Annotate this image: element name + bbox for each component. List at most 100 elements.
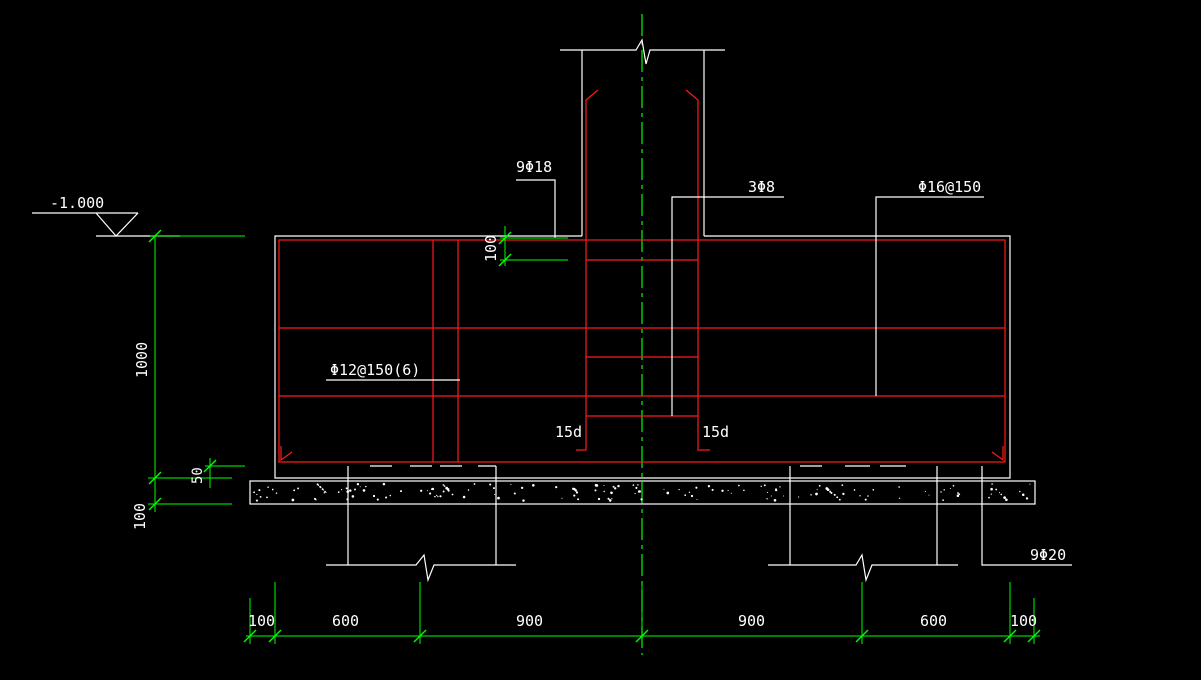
hatch-dot [442, 490, 445, 493]
dim-h-2: 900 [516, 612, 543, 630]
horizontal-dimensions [243, 582, 1041, 644]
bottom-bars-label: 9Φ20 [1030, 546, 1066, 564]
hatch-dot [730, 492, 732, 494]
hatch-dot [420, 489, 423, 492]
hatch-dot [990, 487, 993, 491]
hatch-dot [949, 487, 951, 490]
hatch-dot [836, 496, 839, 499]
hatch-dot [707, 485, 711, 488]
hatch-dot [597, 497, 601, 501]
hatch-dot [259, 495, 262, 498]
hatch-dot [864, 498, 867, 501]
hatch-dot [842, 492, 845, 496]
hatch-dot [617, 484, 620, 488]
hatch-dot [867, 495, 869, 497]
hatch-dot [942, 499, 944, 501]
hatch-dot [489, 483, 492, 486]
concrete-hatch [253, 482, 1031, 502]
dim-cover-bottom: 50 [190, 467, 206, 484]
hatch-dot [957, 492, 959, 494]
hatch-dot [436, 494, 438, 497]
hatch-dot [372, 494, 376, 498]
dim-cover-top: 100 [482, 235, 500, 262]
elevation-label: -1.000 [50, 194, 104, 212]
hatch-dot [690, 494, 694, 498]
hatch-dot [1022, 494, 1025, 496]
hatch-dot [437, 495, 439, 498]
hatch-dot [462, 495, 466, 499]
hatch-dot [766, 491, 769, 493]
hatch-dot [253, 491, 256, 494]
hatch-dot [684, 494, 687, 496]
top-bars-label: Φ16@150 [918, 178, 981, 196]
hatch-dot [351, 495, 355, 498]
hatch-dot [826, 488, 830, 492]
hatch-dot [952, 484, 955, 487]
hatch-dot [607, 497, 610, 500]
hatch-dot [632, 484, 635, 486]
hatch-dot [770, 495, 772, 497]
hatch-dot [695, 486, 698, 489]
hatch-dot [430, 488, 433, 490]
hatch-dot [872, 488, 875, 491]
hatch-dot [640, 498, 643, 501]
hatch-dot [323, 492, 326, 494]
hatch-dot [766, 498, 768, 500]
hatch-dot [494, 493, 496, 496]
hatch-dot [256, 493, 258, 496]
hatch-dot [688, 491, 691, 493]
stirrup-label: 3Φ8 [748, 178, 775, 196]
hatch-dot [635, 486, 638, 489]
hatch-dot [426, 490, 428, 492]
hatch-dot [898, 486, 900, 488]
hatch-dot [1029, 483, 1031, 485]
hatch-dot [1025, 497, 1029, 500]
hatch-dot [1019, 490, 1021, 493]
hatch-dot [798, 496, 800, 498]
hatch-dot [743, 489, 745, 492]
hatch-dot [594, 489, 597, 492]
dim-h-5: 100 [1010, 612, 1037, 630]
hatch-dot [522, 499, 525, 502]
hatch-dot [354, 488, 356, 491]
hatch-dot [783, 495, 785, 497]
hatch-dot [359, 486, 361, 488]
hatch-dot [376, 498, 379, 501]
hatch-dot [943, 489, 945, 491]
hatch-dot [561, 497, 563, 499]
dim-h-3: 900 [738, 612, 765, 630]
hatch-dot [362, 489, 366, 492]
hatch-dot [816, 488, 818, 490]
hatch-dot [439, 495, 442, 498]
hatch-dot [990, 493, 992, 495]
hatch-dot [594, 483, 598, 487]
hatch-dot [267, 486, 269, 488]
hatch-dot [998, 492, 1001, 494]
hatch-dot [841, 484, 844, 486]
hatch-dot [513, 492, 516, 495]
column-rebar [576, 89, 710, 451]
hatch-dot [829, 490, 832, 493]
hatch-dot [443, 485, 446, 487]
hatch-dot [510, 483, 512, 486]
hatch-dot [1000, 493, 1002, 496]
hatch-dot [389, 494, 392, 497]
hatch-dot [810, 494, 812, 496]
hatch-dot [575, 491, 579, 494]
anchor-left-label: 15d [555, 423, 582, 441]
hatch-dot [696, 498, 698, 501]
hatch-dot [493, 487, 495, 490]
col-bars-label: 9Φ18 [516, 158, 552, 176]
hatch-dot [577, 498, 580, 501]
hatch-dot [271, 488, 274, 491]
hatch-dot [924, 490, 926, 493]
hatch-dot [266, 496, 268, 499]
hatch-dot [853, 489, 856, 491]
dim-h-4: 600 [920, 612, 947, 630]
hatch-dot [320, 486, 322, 489]
hatch-dot [608, 499, 612, 502]
hatch-dot [573, 494, 576, 497]
hatch-dot [956, 494, 960, 497]
hatch-dot [760, 485, 762, 487]
footing-outline [274, 235, 1011, 479]
